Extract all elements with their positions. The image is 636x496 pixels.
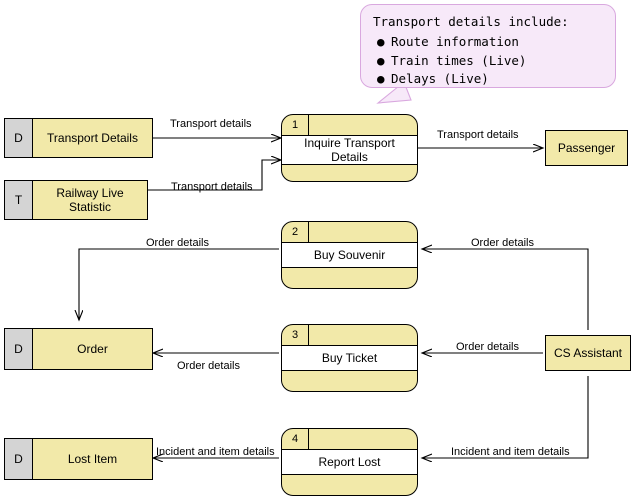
flow-label-cs-to-p4: Incident and item details bbox=[451, 446, 570, 458]
callout-item-text: Train times (Live) bbox=[391, 52, 527, 68]
process-header-fill bbox=[309, 115, 417, 135]
bullet-icon: ● bbox=[377, 33, 385, 49]
flow-label-cs-to-p3: Order details bbox=[456, 341, 519, 353]
process-header-fill bbox=[309, 222, 417, 242]
datastore-label: Lost Item bbox=[67, 452, 118, 466]
flow-label-p3-to-order-store: Order details bbox=[177, 360, 240, 372]
process-number: 2 bbox=[282, 222, 309, 242]
process-3-buy-ticket[interactable]: 3 Buy Ticket bbox=[281, 324, 418, 392]
process-header: 3 bbox=[282, 325, 417, 346]
datastore-label: Order bbox=[77, 342, 108, 356]
flow-cs-to-p2 bbox=[422, 249, 589, 330]
entity-cs-assistant[interactable]: CS Assistant bbox=[545, 335, 631, 371]
bullet-icon: ● bbox=[377, 52, 385, 68]
callout-item-text: Route information bbox=[391, 33, 519, 49]
flow-cs-to-p4 bbox=[422, 376, 589, 458]
process-label: Inquire Transport Details bbox=[282, 136, 417, 165]
callout-list-item: ● Delays (Live) bbox=[377, 70, 605, 89]
process-number: 4 bbox=[282, 429, 309, 449]
process-footer bbox=[282, 268, 417, 288]
datastore-label: Transport Details bbox=[47, 131, 138, 145]
callout-title: Transport details include: bbox=[373, 14, 569, 29]
process-header: 1 bbox=[282, 115, 417, 136]
callout-item-text: Delays (Live) bbox=[391, 71, 489, 87]
flow-label-railway-live-to-p1: Transport details bbox=[171, 181, 253, 193]
flow-label-cs-to-p2: Order details bbox=[471, 237, 534, 249]
process-number: 1 bbox=[282, 115, 309, 135]
process-header: 2 bbox=[282, 222, 417, 243]
flow-railway-live-to-p1 bbox=[148, 160, 281, 191]
process-2-buy-souvenir[interactable]: 2 Buy Souvenir bbox=[281, 221, 418, 289]
bullet-icon: ● bbox=[377, 71, 385, 87]
process-number: 3 bbox=[282, 325, 309, 345]
datastore-order[interactable]: D Order bbox=[4, 328, 153, 370]
process-footer bbox=[282, 371, 417, 391]
flow-label-p4-to-lostitem-store: Incident and item details bbox=[156, 446, 275, 458]
datastore-id: D bbox=[5, 439, 33, 479]
callout-list-item: ● Route information bbox=[377, 33, 605, 52]
process-label: Report Lost bbox=[282, 450, 417, 475]
entity-passenger[interactable]: Passenger bbox=[545, 130, 628, 166]
datastore-transport-details[interactable]: D Transport Details bbox=[4, 118, 153, 158]
datastore-id: D bbox=[5, 329, 33, 369]
process-label: Buy Souvenir bbox=[282, 243, 417, 268]
process-footer bbox=[282, 165, 417, 181]
process-header-fill bbox=[309, 325, 417, 345]
datastore-railway-live-statistic[interactable]: T Railway Live Statistic bbox=[4, 180, 148, 220]
flow-label-transport-details-store-to-p1: Transport details bbox=[170, 118, 252, 130]
datastore-lost-item[interactable]: D Lost Item bbox=[4, 438, 153, 480]
process-label: Buy Ticket bbox=[282, 346, 417, 371]
callout-list-item: ● Train times (Live) bbox=[377, 52, 605, 71]
callout-transport-details: Transport details include: ● Route infor… bbox=[360, 4, 616, 88]
flow-p2-to-order-store bbox=[79, 248, 279, 320]
process-1-inquire-transport-details[interactable]: 1 Inquire Transport Details bbox=[281, 114, 418, 182]
process-4-report-lost[interactable]: 4 Report Lost bbox=[281, 428, 418, 496]
process-footer bbox=[282, 475, 417, 495]
process-header: 4 bbox=[282, 429, 417, 450]
flow-label-p1-to-passenger: Transport details bbox=[437, 129, 519, 141]
process-header-fill bbox=[309, 429, 417, 449]
datastore-id: T bbox=[5, 181, 33, 219]
datastore-id: D bbox=[5, 119, 33, 157]
flow-label-p2-to-order-store: Order details bbox=[146, 237, 209, 249]
datastore-label: Railway Live Statistic bbox=[56, 186, 124, 214]
callout-list: ● Route information ● Train times (Live)… bbox=[373, 33, 605, 89]
